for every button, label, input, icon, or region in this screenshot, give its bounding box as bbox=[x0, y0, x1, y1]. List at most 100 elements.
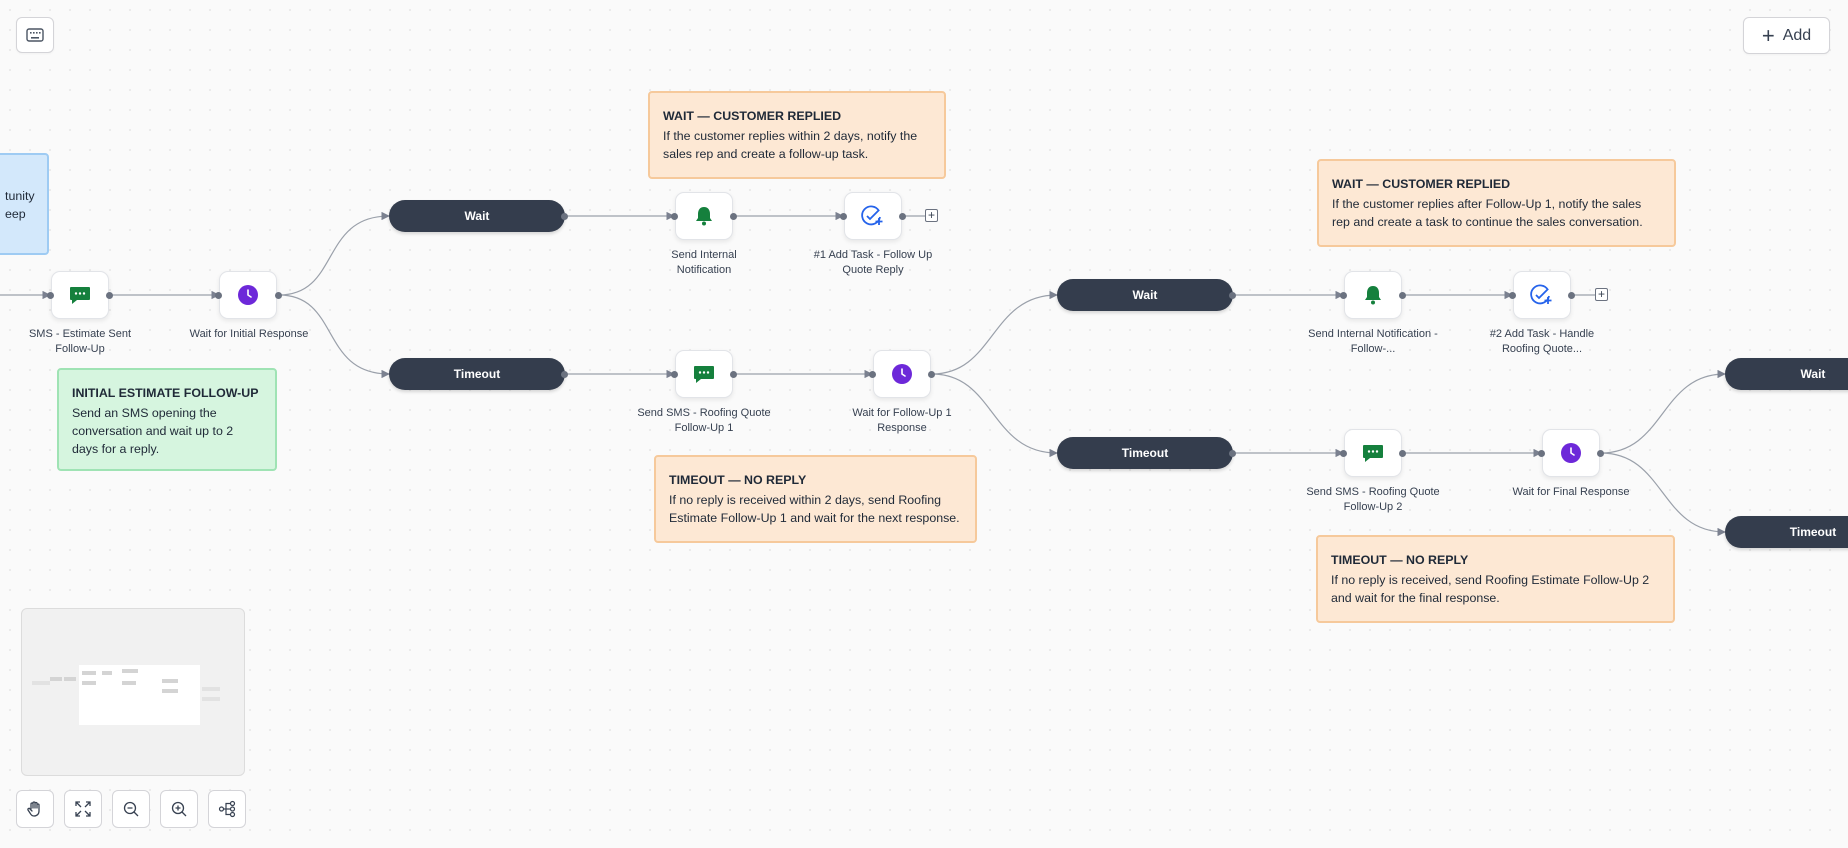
zoom-in-icon bbox=[171, 801, 187, 817]
plus-icon: + bbox=[1761, 22, 1775, 48]
node-label: Send Internal Notification bbox=[671, 249, 737, 276]
bell-icon bbox=[1365, 286, 1381, 305]
port[interactable] bbox=[671, 371, 678, 378]
note-timeout-2[interactable]: TIMEOUT — NO REPLY If no reply is receiv… bbox=[1316, 535, 1675, 623]
node-label: Send SMS - Roofing Quote Follow-Up 1 bbox=[637, 407, 771, 434]
node-wait-final[interactable] bbox=[1542, 429, 1600, 477]
minimap-node bbox=[162, 689, 178, 693]
minimap-node bbox=[102, 671, 112, 675]
pan-mode-button[interactable] bbox=[16, 790, 54, 828]
node-label: #1 Add Task - Follow Up Quote Reply bbox=[813, 249, 933, 276]
zoom-in-button[interactable] bbox=[160, 790, 198, 828]
port[interactable] bbox=[1229, 450, 1236, 457]
node-wait-initial[interactable] bbox=[219, 271, 277, 319]
edge bbox=[278, 211, 390, 296]
auto-layout-button[interactable] bbox=[208, 790, 246, 828]
keyboard-icon bbox=[26, 28, 44, 42]
clock-icon bbox=[1561, 443, 1581, 463]
node-label: #2 Add Task - Handle Roofing Quote... bbox=[1489, 328, 1595, 355]
port[interactable] bbox=[106, 292, 113, 299]
zoom-out-icon bbox=[123, 801, 139, 817]
node-wait-followup-1[interactable] bbox=[873, 350, 931, 398]
port[interactable] bbox=[275, 292, 282, 299]
add-step-icon[interactable]: + bbox=[1595, 288, 1608, 301]
port[interactable] bbox=[1597, 450, 1604, 457]
minimap-node bbox=[122, 669, 138, 673]
node-label: Wait for Follow-Up 1 Response bbox=[852, 407, 952, 434]
port[interactable] bbox=[671, 213, 678, 220]
port[interactable] bbox=[1568, 292, 1575, 299]
branch-timeout-3[interactable]: Timeout bbox=[1725, 516, 1848, 548]
clock-icon bbox=[238, 285, 258, 305]
minimap-node bbox=[122, 681, 136, 685]
node-sms-followup-2[interactable] bbox=[1344, 429, 1402, 477]
port[interactable] bbox=[1229, 292, 1236, 299]
message-icon bbox=[70, 287, 90, 304]
note-customer-replied-1[interactable]: WAIT — CUSTOMER REPLIED If the customer … bbox=[648, 91, 946, 179]
hand-icon bbox=[27, 801, 40, 817]
port[interactable] bbox=[730, 371, 737, 378]
node-label: Send Internal Notification - Follow-... bbox=[1308, 328, 1438, 355]
auto-layout-icon bbox=[218, 800, 236, 818]
node-notify-1[interactable] bbox=[675, 192, 733, 240]
task-check-icon bbox=[861, 205, 883, 226]
port[interactable] bbox=[215, 292, 222, 299]
edge bbox=[1600, 369, 1726, 454]
keyboard-shortcuts-button[interactable] bbox=[16, 17, 54, 53]
note-timeout-1[interactable]: TIMEOUT — NO REPLY If no reply is receiv… bbox=[654, 455, 977, 543]
note-initial-followup[interactable]: INITIAL ESTIMATE FOLLOW-UP Send an SMS o… bbox=[57, 368, 277, 471]
node-label: Wait for Final Response bbox=[1512, 486, 1630, 498]
port[interactable] bbox=[1399, 292, 1406, 299]
port[interactable] bbox=[1538, 450, 1545, 457]
note-partial-blue[interactable]: tunity eep bbox=[0, 153, 49, 255]
branch-wait-2[interactable]: Wait bbox=[1057, 279, 1233, 311]
port[interactable] bbox=[1340, 450, 1347, 457]
clock-icon bbox=[892, 364, 912, 384]
port[interactable] bbox=[928, 371, 935, 378]
minimap-viewport[interactable] bbox=[79, 665, 200, 725]
task-check-icon bbox=[1530, 284, 1552, 305]
message-icon bbox=[1363, 445, 1383, 462]
node-task-2[interactable] bbox=[1513, 271, 1571, 319]
node-label: Send SMS - Roofing Quote Follow-Up 2 bbox=[1306, 486, 1440, 513]
edge bbox=[931, 290, 1058, 375]
branch-wait-3[interactable]: Wait bbox=[1725, 358, 1848, 390]
port[interactable] bbox=[899, 213, 906, 220]
port[interactable] bbox=[840, 213, 847, 220]
fit-view-button[interactable] bbox=[64, 790, 102, 828]
branch-wait-1[interactable]: Wait bbox=[389, 200, 565, 232]
minimap-node bbox=[50, 677, 62, 681]
fit-view-icon bbox=[75, 801, 91, 817]
minimap-node bbox=[202, 697, 220, 701]
zoom-out-button[interactable] bbox=[112, 790, 150, 828]
bell-icon bbox=[696, 207, 712, 226]
minimap-node bbox=[82, 681, 96, 685]
node-label: Wait for Initial Response bbox=[189, 328, 309, 340]
port[interactable] bbox=[561, 371, 568, 378]
node-sms-estimate[interactable] bbox=[51, 271, 109, 319]
note-customer-replied-2[interactable]: WAIT — CUSTOMER REPLIED If the customer … bbox=[1317, 159, 1676, 247]
port[interactable] bbox=[1509, 292, 1516, 299]
add-step-icon[interactable]: + bbox=[925, 209, 938, 222]
add-button-label: Add bbox=[1782, 26, 1812, 44]
node-label: SMS - Estimate Sent Follow-Up bbox=[28, 328, 132, 355]
node-task-1[interactable] bbox=[844, 192, 902, 240]
minimap-node bbox=[162, 679, 178, 683]
port[interactable] bbox=[561, 213, 568, 220]
port[interactable] bbox=[47, 292, 54, 299]
node-notify-2[interactable] bbox=[1344, 271, 1402, 319]
minimap-node bbox=[32, 681, 50, 685]
port[interactable] bbox=[1340, 292, 1347, 299]
minimap-node bbox=[82, 671, 96, 675]
port[interactable] bbox=[869, 371, 876, 378]
message-icon bbox=[694, 366, 714, 383]
port[interactable] bbox=[730, 213, 737, 220]
add-button[interactable]: + Add bbox=[1743, 17, 1830, 54]
minimap-node bbox=[202, 687, 220, 691]
port[interactable] bbox=[1399, 450, 1406, 457]
branch-timeout-1[interactable]: Timeout bbox=[389, 358, 565, 390]
minimap[interactable] bbox=[21, 608, 245, 776]
node-sms-followup-1[interactable] bbox=[675, 350, 733, 398]
branch-timeout-2[interactable]: Timeout bbox=[1057, 437, 1233, 469]
